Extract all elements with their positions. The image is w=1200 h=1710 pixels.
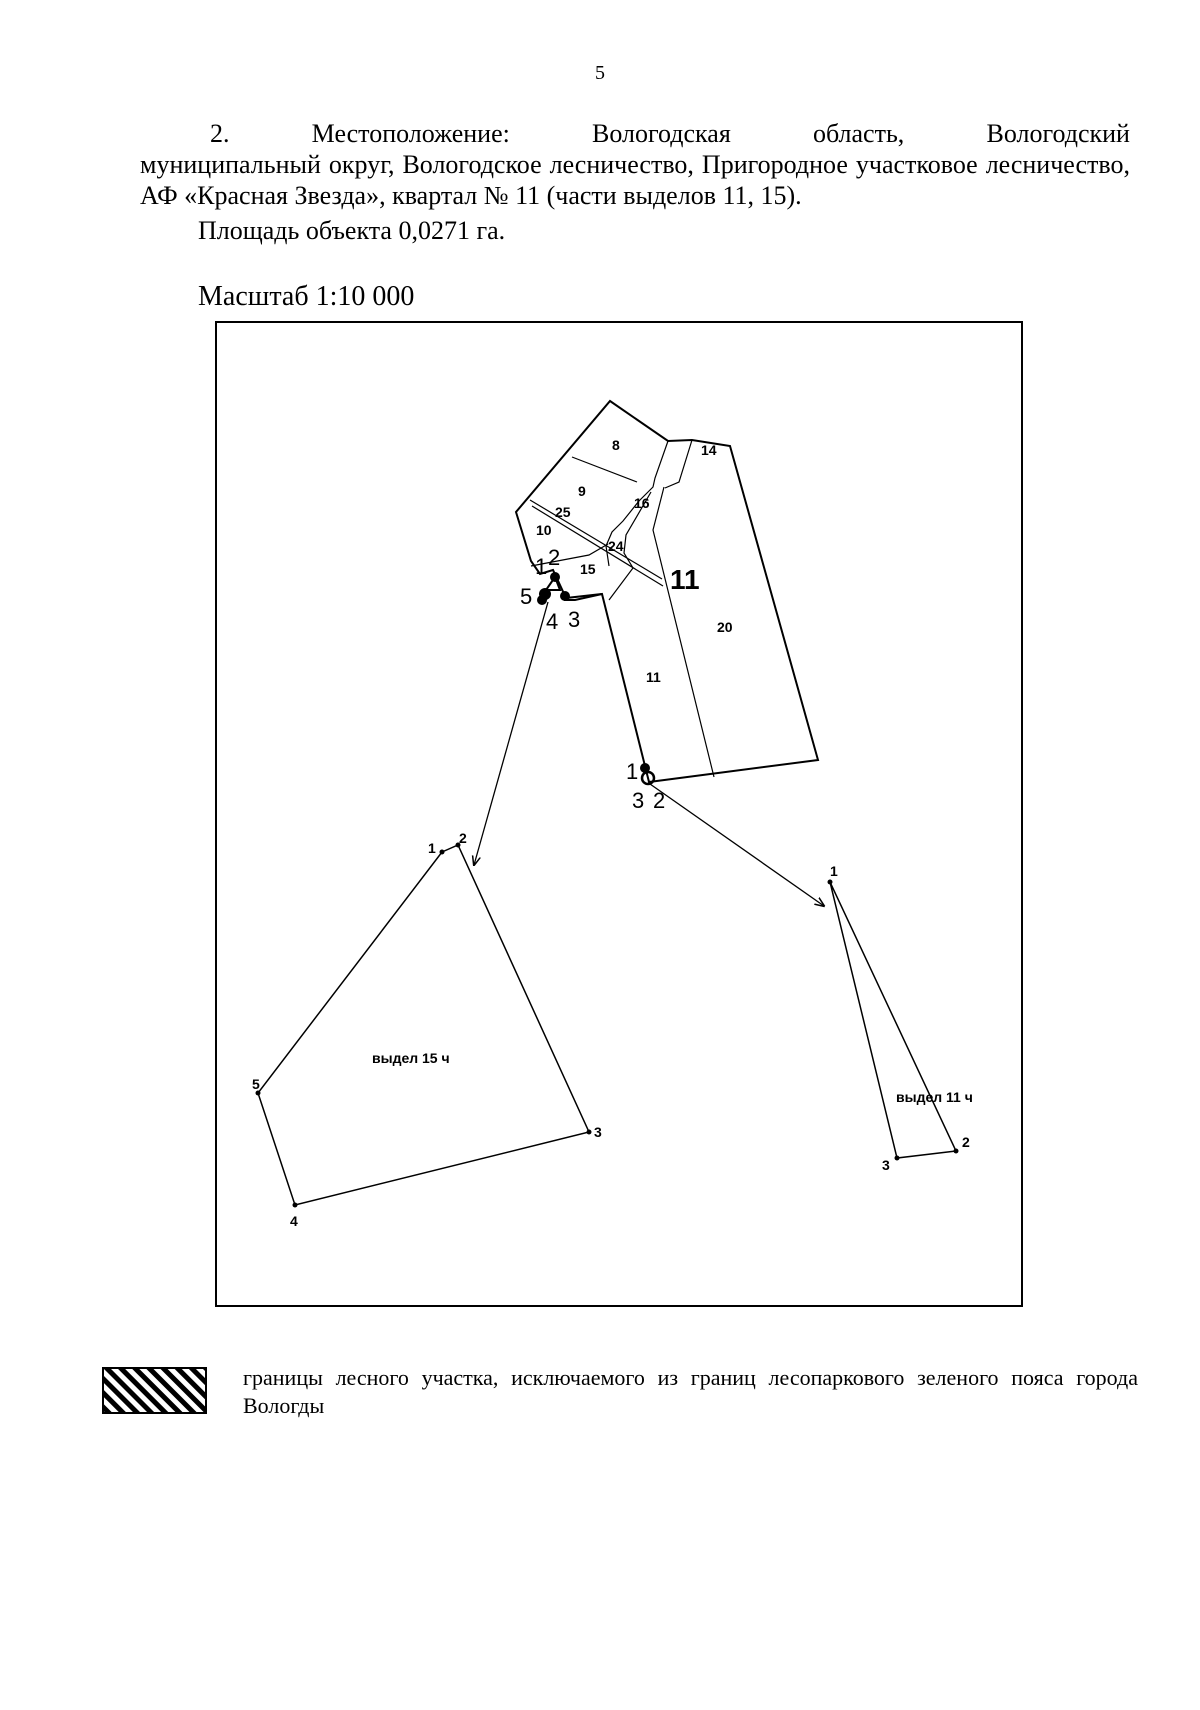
point-label: 1 — [535, 554, 547, 579]
compartment-boundary — [571, 456, 638, 483]
point-label: 3 — [632, 788, 644, 813]
compartment-boundary — [608, 491, 652, 601]
compartment-label: 9 — [578, 483, 586, 499]
parcel-11-polygon — [829, 881, 958, 1159]
boundary-point — [640, 770, 656, 786]
vertex-point — [439, 849, 445, 855]
road-strip-line — [531, 505, 664, 587]
point-label: 3 — [568, 607, 580, 632]
compartment-boundary — [652, 486, 715, 778]
point-label: 4 — [546, 609, 558, 634]
parcel-mini-outline — [544, 574, 562, 591]
compartment-boundary — [530, 543, 609, 567]
vertex-label: 5 — [252, 1076, 260, 1092]
vertex-label: 1 — [830, 863, 838, 879]
vertex-point — [455, 842, 461, 848]
quarter-number-label: 11 — [670, 564, 700, 595]
area-text: Площадь объекта 0,0271 га. — [198, 216, 506, 245]
road-strip-line — [529, 499, 663, 580]
legend-hatch-swatch — [102, 1367, 207, 1414]
map-frame — [215, 321, 1023, 1307]
compartment-label: 10 — [536, 522, 552, 538]
quarter-11-outline — [514, 399, 820, 784]
location-word: область, — [812, 119, 905, 148]
location-paragraph: 2. Местоположение: Вологодская область, … — [140, 118, 1130, 211]
boundary-point — [640, 763, 650, 773]
compartment-label: 8 — [612, 437, 620, 453]
vertex-label: 2 — [962, 1134, 970, 1150]
vertex-point — [894, 1155, 900, 1161]
point-label: 5 — [520, 584, 532, 609]
leader-arrow — [474, 601, 549, 865]
vertex-point — [586, 1129, 592, 1135]
scale-text: Масштаб 1:10 000 — [198, 281, 415, 312]
location-word: 2. — [210, 119, 230, 148]
location-word: Вологодский — [986, 119, 1130, 148]
boundary-point — [560, 591, 570, 601]
location-first-line: 2. Местоположение: Вологодская область, … — [140, 118, 1130, 149]
leader-arrow — [649, 783, 824, 906]
page-number: 5 — [595, 62, 605, 84]
vertex-label: 2 — [459, 830, 467, 846]
compartment-boundary — [605, 440, 669, 567]
boundary-point — [537, 595, 547, 605]
compartment-boundary — [664, 439, 693, 489]
vertex-point — [255, 1090, 261, 1096]
vertex-point — [827, 879, 833, 885]
location-rest: муниципальный округ, Вологодское лесниче… — [140, 150, 1130, 210]
vertex-label: 1 — [428, 840, 436, 856]
cadastral-map: 8 9 10 14 15 16 20 11 24 25 11 1 2 5 4 3… — [215, 321, 1023, 1307]
compartment-label: 11 — [646, 669, 661, 685]
point-label: 2 — [548, 545, 560, 570]
vertex-point — [953, 1148, 959, 1154]
parcel-11-label: выдел 11 ч — [896, 1089, 973, 1105]
location-word: Местоположение: — [311, 119, 510, 148]
vertex-label: 3 — [882, 1157, 890, 1173]
compartment-label: 14 — [701, 442, 717, 458]
compartment-label: 25 — [555, 504, 571, 520]
legend-text: границы лесного участка, исключаемого из… — [243, 1365, 1138, 1418]
compartment-label: 20 — [717, 619, 733, 635]
boundary-point — [550, 572, 560, 582]
parcel-15-polygon — [257, 844, 591, 1206]
vertex-point — [292, 1202, 298, 1208]
parcel-15-label: выдел 15 ч — [372, 1050, 450, 1066]
compartment-label: 16 — [634, 495, 650, 511]
location-word: Вологодская — [592, 119, 731, 148]
point-label: 1 — [626, 759, 638, 784]
vertex-label: 3 — [594, 1124, 602, 1140]
vertex-label: 4 — [290, 1213, 298, 1229]
compartment-label: 24 — [608, 538, 624, 554]
point-label: 2 — [653, 788, 665, 813]
compartment-label: 15 — [580, 561, 596, 577]
